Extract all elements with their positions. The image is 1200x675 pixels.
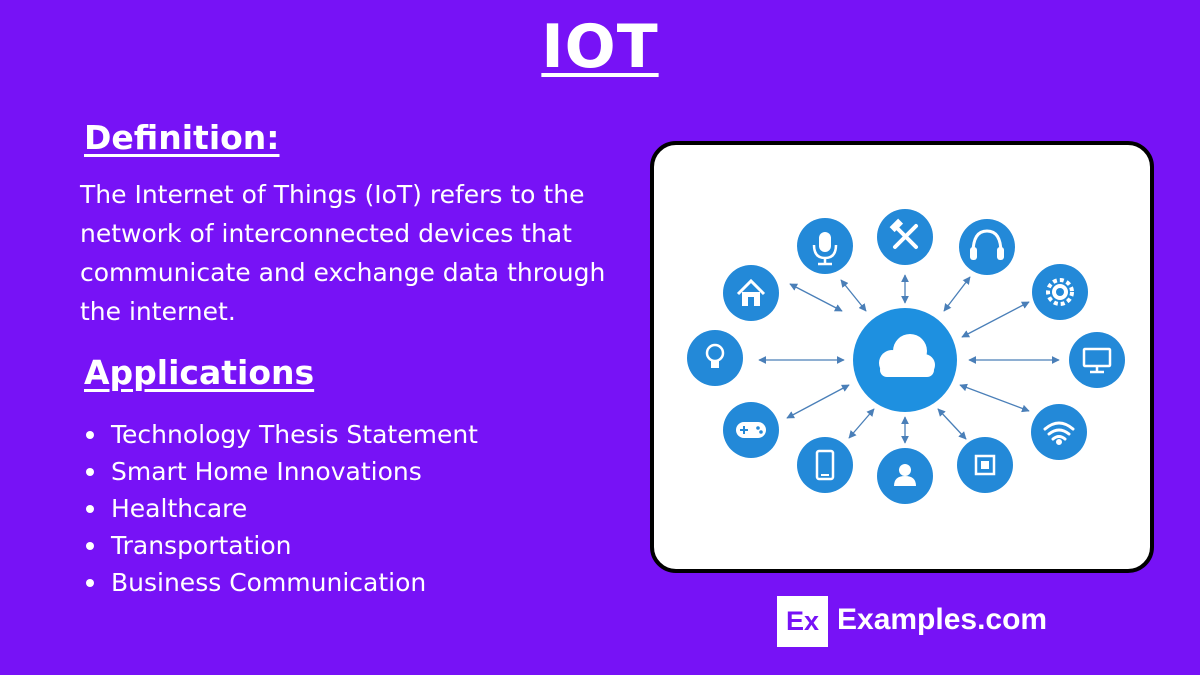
- connector-arrow: [848, 408, 875, 439]
- page-title: IOT: [541, 12, 659, 82]
- user-node: [877, 448, 933, 504]
- list-item: Healthcare: [84, 490, 478, 527]
- gear-node: [1032, 264, 1088, 320]
- chip-icon: [974, 454, 996, 476]
- microphone-icon: [812, 232, 838, 266]
- gamepad-icon: [736, 422, 766, 438]
- chip-node: [957, 437, 1013, 493]
- iot-network-diagram: [687, 209, 1125, 504]
- gamepad-node: [723, 402, 779, 458]
- connector-arrow: [786, 384, 850, 419]
- wifi-icon: [1043, 421, 1075, 445]
- user-icon: [894, 464, 916, 486]
- connector-arrow: [789, 283, 843, 312]
- headphones-node: [959, 219, 1015, 275]
- connector-arrow: [840, 279, 867, 312]
- home-icon: [736, 278, 766, 306]
- connector-arrow: [961, 301, 1030, 338]
- monitor-icon: [1082, 347, 1112, 374]
- microphone-node: [797, 218, 853, 274]
- home-node: [723, 265, 779, 321]
- brand-logo-box: Ex: [777, 596, 828, 647]
- tools-node: [877, 209, 933, 265]
- lightbulb-node: [687, 330, 743, 386]
- tools-icon: [889, 218, 918, 249]
- brand-name: Examples.com: [837, 603, 1048, 636]
- smartphone-icon: [815, 449, 835, 481]
- gear-icon: [1046, 278, 1074, 306]
- cloud-icon: [879, 334, 935, 377]
- connector-arrow: [937, 408, 967, 440]
- list-item: Business Communication: [84, 564, 478, 601]
- definition-text: The Internet of Things (IoT) refers to t…: [80, 180, 606, 326]
- connector-arrow: [959, 383, 1030, 413]
- applications-list: Technology Thesis Statement Smart Home I…: [84, 416, 478, 601]
- applications-heading: Applications: [84, 353, 315, 392]
- smartphone-node: [797, 437, 853, 493]
- wifi-node: [1031, 404, 1087, 460]
- headphones-icon: [970, 229, 1004, 260]
- monitor-node: [1069, 332, 1125, 388]
- cloud-hub: [853, 308, 957, 412]
- iot-diagram-card: [650, 141, 1154, 573]
- list-item: Transportation: [84, 527, 478, 564]
- list-item: Technology Thesis Statement: [84, 416, 478, 453]
- lightbulb-icon: [705, 343, 725, 368]
- list-item: Smart Home Innovations: [84, 453, 478, 490]
- definition-heading: Definition:: [84, 118, 280, 157]
- connector-arrow: [943, 276, 971, 312]
